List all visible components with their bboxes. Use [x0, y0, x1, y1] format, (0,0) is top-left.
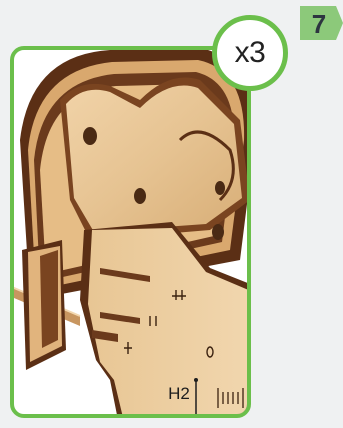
- wooden-assembly-illustration: [10, 46, 251, 418]
- step-badge: 7: [300, 6, 343, 40]
- quantity-label: x3: [217, 20, 283, 86]
- quantity-badge: x3: [212, 15, 288, 91]
- upper-plate: [60, 78, 250, 241]
- layered-edge: [22, 240, 66, 370]
- step-number: 7: [304, 6, 334, 40]
- part-label-h2: H2: [162, 384, 196, 404]
- instruction-panel: [10, 46, 251, 418]
